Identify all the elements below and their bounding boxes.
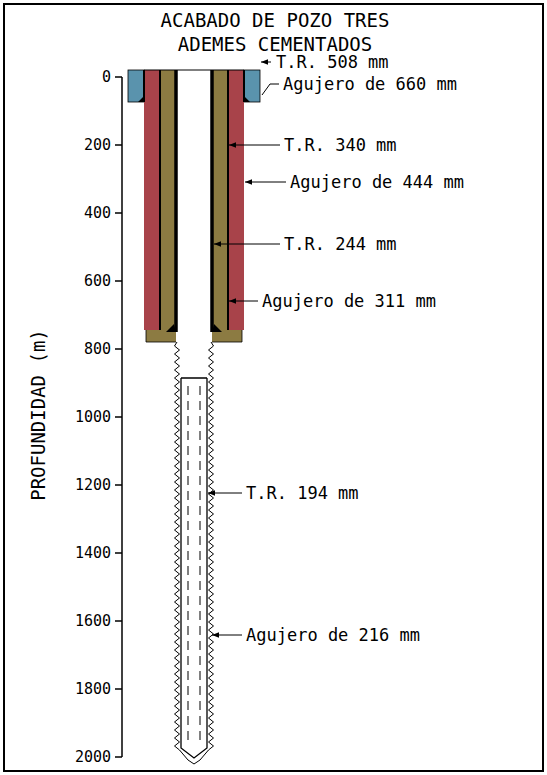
- cement-311: [160, 70, 176, 330]
- part-label: Agujero de 311 mm: [262, 291, 436, 311]
- part-label: T.R. 244 mm: [284, 234, 397, 254]
- axis-tick-label: 400: [84, 203, 111, 223]
- casing-244: [174, 70, 178, 332]
- casing-340: [227, 70, 229, 330]
- part-label: Agujero de 216 mm: [246, 625, 420, 645]
- part-label: T.R. 340 mm: [284, 135, 397, 155]
- casing-244: [210, 70, 214, 332]
- part-label: T.R. 508 mm: [276, 52, 389, 72]
- axis-tick-label: 1800: [75, 679, 111, 699]
- axis-tick-label: 200: [84, 135, 111, 155]
- cement-311: [212, 70, 228, 330]
- axis-tick-label: 1600: [75, 611, 111, 631]
- cement-444: [144, 70, 160, 330]
- liner-194: [181, 378, 207, 758]
- leader-lines: [208, 62, 286, 635]
- cement-660: [128, 70, 144, 102]
- axis-tick-label: 2000: [75, 747, 111, 767]
- diagram-title: ACABADO DE POZO TRES ADEMES CEMENTADOS: [125, 8, 425, 56]
- axis-tick-label: 1400: [75, 543, 111, 563]
- axis-tick-label: 800: [84, 339, 111, 359]
- axis-tick-label: 600: [84, 271, 111, 291]
- axis-tick-label: 1200: [75, 475, 111, 495]
- part-label: Agujero de 660 mm: [283, 74, 457, 94]
- part-label: Agujero de 444 mm: [290, 172, 464, 192]
- part-label: T.R. 194 mm: [246, 483, 359, 503]
- casing-340: [159, 70, 161, 330]
- axis-title: PROFUNDIDAD (m): [28, 329, 48, 501]
- axis-ticks: [115, 77, 122, 757]
- frame: [4, 4, 543, 771]
- axis-tick-label: 0: [102, 67, 111, 87]
- cement-660: [244, 70, 260, 102]
- cement-444: [228, 70, 244, 330]
- casing-shoe: [166, 324, 222, 332]
- axis-tick-label: 1000: [75, 407, 111, 427]
- open-hole-216: [175, 342, 214, 764]
